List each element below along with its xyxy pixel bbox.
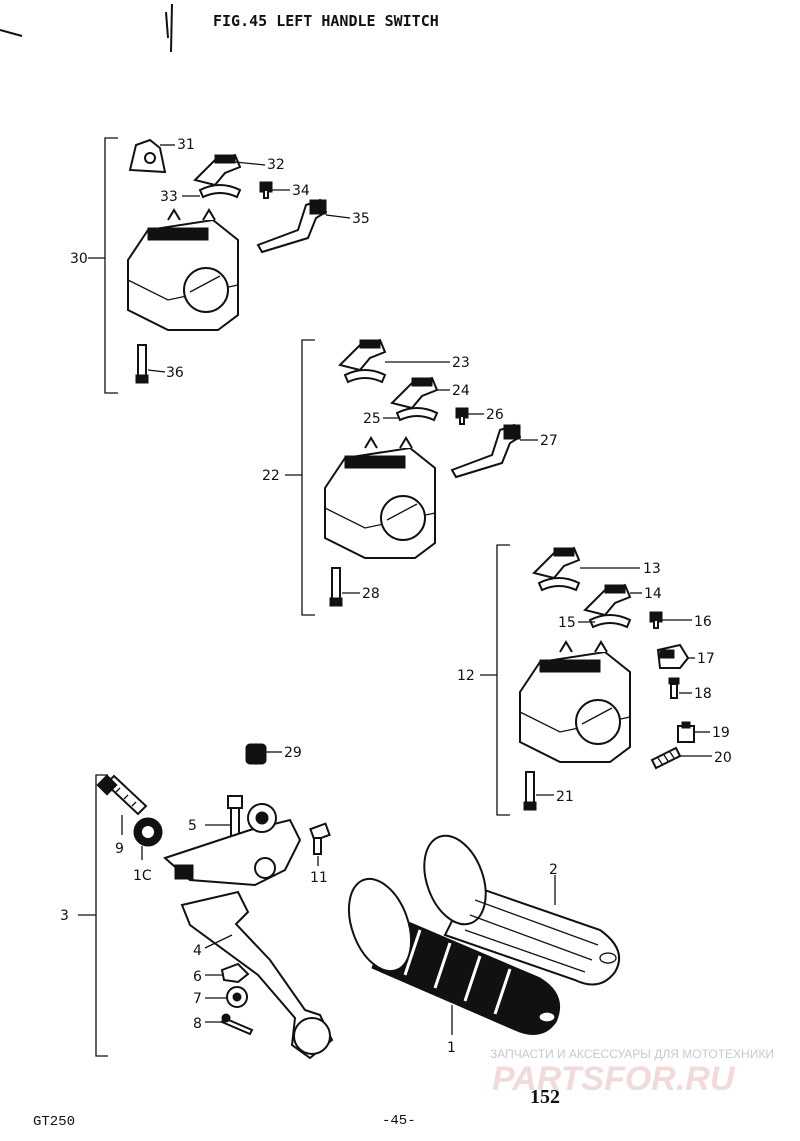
callout-12: 12 — [457, 668, 475, 684]
part-11-screw — [309, 822, 331, 855]
callout-28: 28 — [362, 586, 380, 602]
part-5-bolt — [227, 795, 243, 839]
part-4-lever — [180, 890, 334, 1060]
page-number: -45- — [382, 1113, 416, 1129]
part-32-knob — [194, 154, 241, 198]
callout-4: 4 — [193, 943, 202, 959]
part-10-nut — [133, 817, 163, 847]
callout-23: 23 — [452, 355, 470, 371]
part-6-nut — [220, 962, 250, 984]
part-35-lever — [257, 199, 327, 253]
callout-36: 36 — [166, 365, 184, 381]
callout-22: 22 — [262, 468, 280, 484]
part-29-cap — [245, 743, 267, 765]
callout-25: 25 — [363, 411, 381, 427]
scan-artifact-marks — [0, 3, 173, 53]
watermark-logo: PARTSFOR.RU — [492, 1060, 736, 1098]
diagram-title: FIG.45 LEFT HANDLE SWITCH — [213, 12, 439, 30]
group-12-switch-assembly: 12 13 14 15 16 17 18 — [457, 544, 732, 816]
model-label: GT250 — [33, 1114, 75, 1130]
part-24-knob — [391, 377, 438, 421]
part-28-screw — [329, 567, 343, 607]
callout-26: 26 — [486, 407, 504, 423]
callout-27: 27 — [540, 433, 558, 449]
callout-20: 20 — [714, 750, 732, 766]
callout-18: 18 — [694, 686, 712, 702]
part-16-screw — [649, 611, 663, 629]
callout-16: 16 — [694, 614, 712, 630]
part-17-button — [656, 643, 690, 669]
callout-7: 7 — [193, 991, 202, 1007]
part-23-knob — [339, 339, 386, 383]
stamp-number: 152 — [530, 1086, 560, 1108]
group-3-lever-assembly: 3 9 1C 5 11 — [60, 774, 334, 1060]
callout-35: 35 — [352, 211, 370, 227]
callout-19: 19 — [712, 725, 730, 741]
callout-5: 5 — [188, 818, 197, 834]
callout-11: 11 — [310, 870, 328, 886]
callout-21: 21 — [556, 789, 574, 805]
part-13-knob — [533, 547, 580, 591]
callout-13: 13 — [643, 561, 661, 577]
callout-29: 29 — [284, 745, 302, 761]
callout-15: 15 — [558, 615, 576, 631]
part-1-grip — [347, 877, 560, 1035]
callout-9: 9 — [115, 841, 124, 857]
callout-1: 1 — [447, 1040, 456, 1056]
group-22-switch-assembly: 22 23 24 25 26 27 28 — [262, 339, 558, 616]
part-27-lever — [451, 424, 521, 478]
part-18-spring — [668, 677, 680, 699]
part-22-housing — [324, 437, 436, 559]
watermark-tagline: ЗАПЧАСТИ И АКСЕССУАРЫ ДЛЯ МОТОТЕХНИКИ — [490, 1047, 774, 1061]
part-21-screw — [523, 771, 537, 811]
part-7-washer — [226, 986, 248, 1008]
callout-3: 3 — [60, 908, 69, 924]
part-9-bolt — [96, 774, 148, 816]
callout-14: 14 — [644, 586, 662, 602]
part-34-screw — [259, 181, 273, 199]
callout-32: 32 — [267, 157, 285, 173]
callout-30: 30 — [70, 251, 88, 267]
part-30-housing — [127, 209, 239, 331]
callout-6: 6 — [193, 969, 202, 985]
part-36-screw — [135, 344, 149, 384]
callout-8: 8 — [193, 1016, 202, 1032]
callout-10: 1C — [133, 868, 152, 884]
callout-17: 17 — [697, 651, 715, 667]
callout-2: 2 — [549, 862, 558, 878]
lever-bracket — [163, 803, 302, 887]
part-12-housing — [519, 641, 631, 763]
callout-34: 34 — [292, 183, 310, 199]
part-2-grip — [423, 834, 620, 986]
part-14-knob — [584, 584, 631, 628]
part-26-screw — [455, 407, 469, 425]
group-30-switch-assembly: 30 31 32 33 34 35 36 — [70, 137, 370, 394]
part-19-contact — [677, 721, 695, 743]
part-20-spring — [650, 746, 682, 770]
callout-33: 33 — [160, 189, 178, 205]
part-8-pin — [220, 1013, 254, 1036]
callout-31: 31 — [177, 137, 195, 153]
callout-24: 24 — [452, 383, 470, 399]
